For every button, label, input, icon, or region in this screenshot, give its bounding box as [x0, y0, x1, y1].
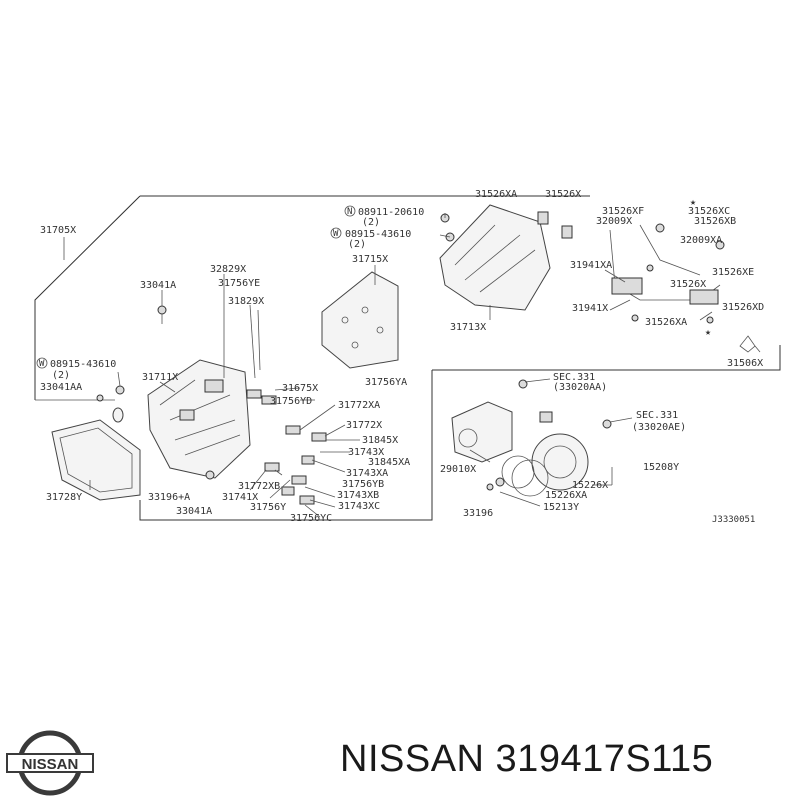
label-31941x: 31941X — [572, 303, 608, 314]
label-31526xf: 31526XF — [602, 206, 644, 217]
control-valve-body — [147, 359, 251, 479]
label-31743xb: 31743XB — [337, 490, 379, 501]
caption-brand: NISSAN — [340, 738, 485, 780]
label-08915-right-qty: (2) — [348, 239, 366, 250]
label-31756yd: 31756YD — [270, 396, 312, 407]
label-31526xb: 31526XB — [694, 216, 736, 227]
label-31526xc: 31526XC — [688, 206, 730, 217]
label-31772x: 31772X — [346, 420, 382, 431]
label-15213y: 15213Y — [543, 502, 579, 513]
label-31705x: 31705X — [40, 225, 76, 236]
label-31772xa: 31772XA — [338, 400, 380, 411]
label-33041a: 33041A — [140, 280, 176, 291]
label-29010x: 29010X — [440, 464, 476, 475]
nissan-logo: NISSAN — [6, 730, 94, 796]
label-31526xd: 31526XD — [722, 302, 764, 313]
separator-plate — [321, 271, 399, 369]
label-31829x: 31829X — [228, 296, 264, 307]
label-15226xa: 15226XA — [545, 490, 587, 501]
label-08915-left-qty: (2) — [52, 370, 70, 381]
label-32829x: 32829X — [210, 264, 246, 275]
label-31741x: 31741X — [222, 492, 258, 503]
caption-part-number: 319417S115 — [495, 738, 714, 780]
label-sec331-a: SEC.331 — [553, 372, 595, 383]
label-sec331-a-ref: (33020AA) — [553, 382, 607, 393]
label-08915-left: 08915-43610 — [50, 359, 116, 370]
leader-lines — [63, 213, 761, 518]
label-sec331-b: SEC.331 — [636, 410, 678, 421]
label-31675x: 31675X — [282, 383, 318, 394]
label-31526xe: 31526XE — [712, 267, 754, 278]
bolts-left — [96, 305, 327, 505]
upper-valve-body — [439, 204, 573, 311]
oil-pan-gasket — [51, 419, 141, 501]
label-31715x: 31715X — [352, 254, 388, 265]
label-31711x: 31711X — [142, 372, 178, 383]
logo-text: NISSAN — [22, 756, 79, 773]
label-08911: 08911-20610 — [358, 207, 424, 218]
label-31743x: 31743X — [348, 447, 384, 458]
label-31772xb: 31772XB — [238, 481, 280, 492]
label-33041aa: 33041AA — [40, 382, 82, 393]
label-33196: 33196 — [463, 508, 493, 519]
label-31845xa: 31845XA — [368, 457, 410, 468]
svg-text:N: N — [347, 207, 352, 217]
label-31941xa: 31941XA — [570, 260, 612, 271]
label-33196a: 33196+A — [148, 492, 190, 503]
washer-symbol — [36, 357, 48, 369]
part-labels: 31705X 33041A 32829X 31756YE 31829X W 08… — [36, 189, 764, 525]
label-15226x: 15226X — [572, 480, 608, 491]
label-31506x: 31506X — [727, 358, 763, 369]
label-08911-qty: (2) — [362, 217, 380, 228]
label-31526x: 31526X — [670, 279, 706, 290]
svg-text:★: ★ — [690, 197, 696, 208]
actuator-assembly — [451, 379, 612, 463]
label-31526xa-top: 31526XA — [475, 189, 517, 200]
nut-symbol — [344, 205, 356, 217]
label-31756ya: 31756YA — [365, 377, 407, 388]
label-31756y: 31756Y — [250, 502, 286, 513]
label-32009x: 32009X — [596, 216, 632, 227]
svg-text:W: W — [333, 229, 339, 239]
washer-symbol-2 — [330, 227, 342, 239]
label-33041a-bottom: 33041A — [176, 506, 212, 517]
label-08915-right: 08915-43610 — [345, 229, 411, 240]
label-31743xa: 31743XA — [346, 468, 388, 479]
diagram-code: J3330051 — [712, 515, 755, 525]
label-15208y: 15208Y — [643, 462, 679, 473]
diagram-frame — [34, 195, 781, 521]
svg-text:★: ★ — [705, 327, 711, 338]
label-31526xa: 31526XA — [645, 317, 687, 328]
oil-pump — [486, 433, 589, 497]
svg-text:W: W — [39, 359, 45, 369]
label-32009xa: 32009XA — [680, 235, 722, 246]
part-caption: NISSAN 319417S115 — [340, 738, 790, 790]
label-31526x-top: 31526X — [545, 189, 581, 200]
label-31756ye: 31756YE — [218, 278, 260, 289]
wiring-harness: ★ ★ — [609, 197, 756, 353]
label-sec331-b-ref: (33020AE) — [632, 422, 686, 433]
label-31713x: 31713X — [450, 322, 486, 333]
label-31743xc: 31743XC — [338, 501, 380, 512]
label-31756yb: 31756YB — [342, 479, 384, 490]
label-31756yc: 31756YC — [290, 513, 332, 524]
label-31845x: 31845X — [362, 435, 398, 446]
label-31728y: 31728Y — [46, 492, 82, 503]
